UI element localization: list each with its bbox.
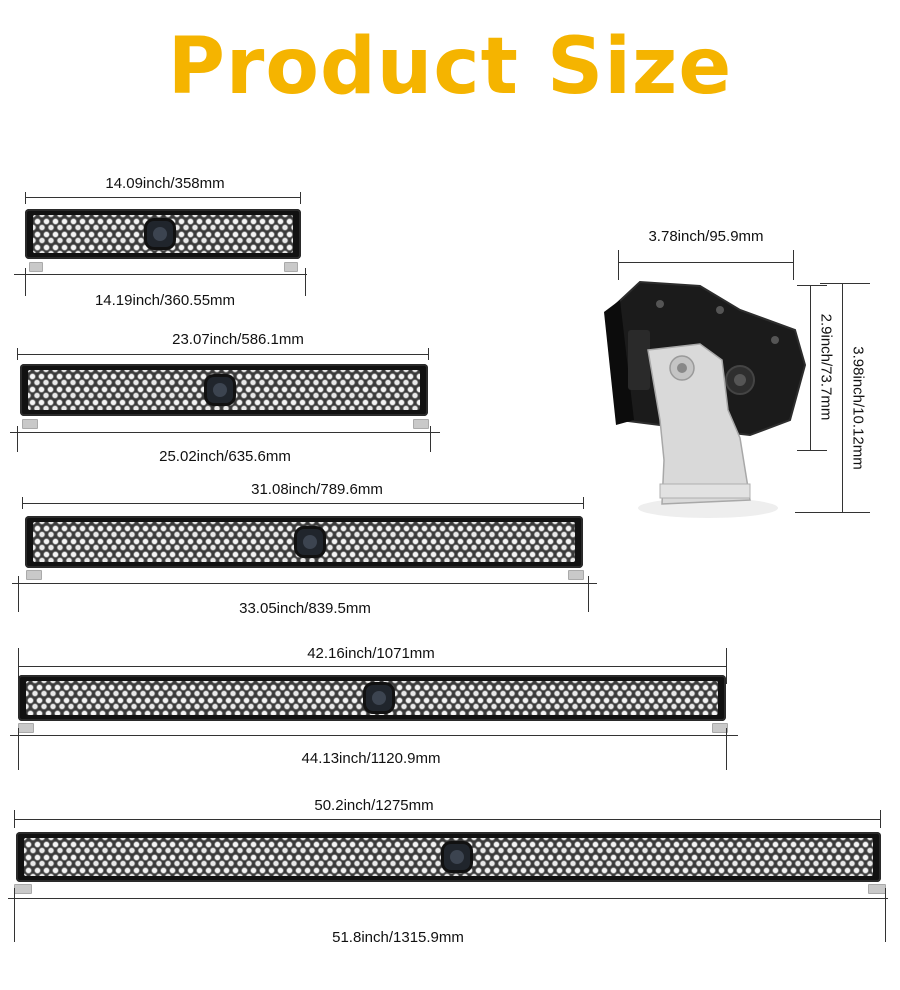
- bar-5-top-tick-right: [880, 810, 881, 828]
- bar-4-bottom-tick-left: [18, 728, 19, 770]
- bar-4-bottom-dimension: 44.13inch/1120.9mm: [301, 750, 441, 767]
- bar-1-bottom-tick-left: [25, 268, 26, 296]
- bar-3-bottom-tick-left: [18, 576, 19, 612]
- side-panel: [628, 330, 650, 390]
- bar-1-top-tick-right: [300, 192, 301, 204]
- bar-5-top-line: [14, 819, 881, 820]
- bar-3-bottom-line: [12, 583, 597, 584]
- side-depth-tick-right: [793, 250, 794, 280]
- bar-2-bottom-tick-right: [430, 426, 431, 452]
- side-inner-tick-top: [797, 285, 827, 286]
- bar-2-top-line: [17, 354, 429, 355]
- light-bar-side-view-illustration: [604, 280, 807, 518]
- bracket-right: [712, 723, 728, 733]
- mounting-bracket: [647, 343, 751, 505]
- pivot-center: [677, 363, 687, 373]
- side-outer-tick-bottom: [795, 512, 870, 513]
- bar-3-bottom-tick-right: [588, 576, 589, 612]
- bracket-right: [868, 884, 886, 894]
- logo-emblem-icon: [366, 685, 393, 711]
- bar-4-top-dimension: 42.16inch/1071mm: [307, 645, 435, 662]
- bar-4-top-tick-left: [18, 648, 19, 684]
- light-bar-3: [25, 516, 583, 568]
- bracket-right: [284, 262, 298, 272]
- bracket-foot: [659, 483, 751, 499]
- logo-emblem-icon: [444, 844, 471, 870]
- bar-1-bottom-tick-right: [305, 268, 306, 296]
- side-inner-tick-bottom: [797, 450, 827, 451]
- bar-1-bottom-dimension: 14.19inch/360.55mm: [94, 292, 236, 309]
- bar-5-bottom-dimension: 51.8inch/1315.9mm: [332, 929, 464, 946]
- bracket-right: [413, 419, 429, 429]
- side-inner-height-line: [810, 285, 811, 451]
- side-depth-tick-left: [618, 250, 619, 280]
- bracket-left: [18, 723, 34, 733]
- logo-emblem-icon: [296, 529, 323, 555]
- bar-1-bottom-line: [14, 274, 307, 275]
- light-bar-4: [18, 675, 726, 721]
- bar-2-bottom-dimension: 25.02inch/635.6mm: [159, 448, 291, 465]
- bar-2-bottom-tick-left: [17, 426, 18, 452]
- bar-4-bottom-line: [10, 735, 738, 736]
- bar-4-top-tick-right: [726, 648, 727, 684]
- bar-1-top-line: [25, 197, 300, 198]
- side-outer-height-dimension: 3.98inch/10.12mm: [849, 346, 867, 470]
- bar-3-top-line: [22, 503, 583, 504]
- bracket-left: [26, 570, 42, 580]
- bar-3-top-tick-right: [583, 497, 584, 509]
- bar-2-top-tick-right: [428, 348, 429, 360]
- screw-icon: [716, 306, 724, 314]
- bar-5-bottom-tick-right: [885, 888, 886, 942]
- bracket-left: [22, 419, 38, 429]
- side-depth-line: [618, 262, 794, 263]
- bar-3-bottom-dimension: 33.05inch/839.5mm: [239, 600, 371, 617]
- bracket-right: [568, 570, 584, 580]
- bracket-left: [29, 262, 43, 272]
- light-bar-5: [16, 832, 881, 882]
- light-bar-1: [25, 209, 301, 259]
- screw-icon: [656, 300, 664, 308]
- bar-5-bottom-line: [8, 898, 888, 899]
- bar-5-top-tick-left: [14, 810, 15, 828]
- logo-emblem-icon: [147, 221, 174, 247]
- bar-1-top-tick-left: [25, 192, 26, 204]
- side-depth-dimension: 3.78inch/95.9mm: [648, 228, 764, 245]
- side-outer-height-line: [842, 283, 843, 513]
- bar-2-bottom-line: [10, 432, 440, 433]
- bar-5-top-dimension: 50.2inch/1275mm: [314, 797, 434, 814]
- logo-emblem-icon: [206, 377, 233, 403]
- bar-4-top-line: [18, 666, 726, 667]
- bracket-left: [14, 884, 32, 894]
- side-inner-height-dimension: 2.9inch/73.7mm: [817, 313, 835, 421]
- bar-4-bottom-tick-right: [726, 728, 727, 770]
- bar-1-top-dimension: 14.09inch/358mm: [105, 175, 225, 192]
- bar-3-top-dimension: 31.08inch/789.6mm: [251, 481, 383, 498]
- lens-face: [604, 300, 634, 425]
- bolt-center: [734, 374, 746, 386]
- screw-icon: [771, 336, 779, 344]
- side-outer-tick-top: [820, 283, 870, 284]
- page-title: Product Size: [167, 22, 733, 112]
- bar-3-top-tick-left: [22, 497, 23, 509]
- bar-2-top-tick-left: [17, 348, 18, 360]
- bar-5-bottom-tick-left: [14, 888, 15, 942]
- bar-2-top-dimension: 23.07inch/586.1mm: [172, 331, 304, 348]
- light-bar-2: [20, 364, 428, 416]
